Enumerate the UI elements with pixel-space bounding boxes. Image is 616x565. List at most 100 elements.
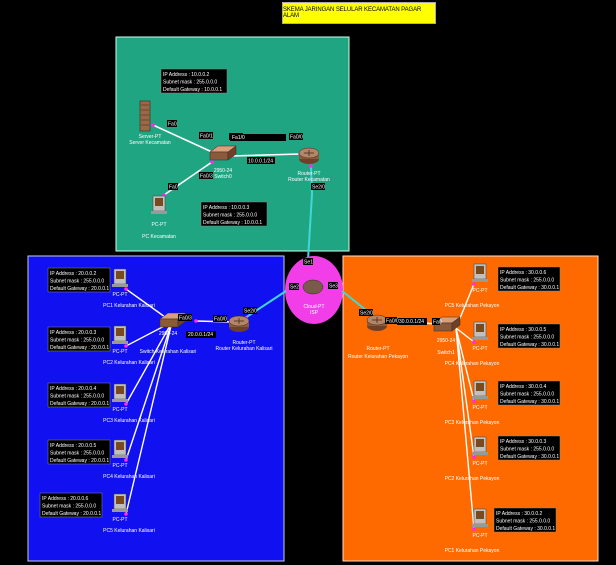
port-dot	[124, 344, 128, 348]
pc-caption: PC2 Kelurahan Kalisari	[103, 360, 155, 366]
port-dot	[194, 319, 198, 323]
switch-caption: Switch0	[214, 174, 232, 180]
router-name: Router-PT	[366, 346, 389, 352]
pc-keyboard	[472, 337, 488, 340]
ip-info-box	[47, 382, 111, 408]
ip-info-line: IP Address : 20.0.0.2	[50, 271, 97, 277]
port-label-bg	[199, 172, 213, 179]
pc-screen	[116, 442, 124, 450]
pc-caption: PC4 Kelurahan Pekayon	[445, 361, 500, 367]
ip-info-line: Default Gateway : 30.0.0.1	[500, 342, 559, 348]
link-cable	[231, 153, 301, 157]
switch-front	[159, 318, 179, 328]
ip-info-line: Default Gateway : 30.0.0.1	[500, 399, 559, 405]
pc-name: PC-PT	[473, 288, 488, 294]
switch-side	[227, 145, 237, 161]
server-caption: Server Kecamatan	[129, 140, 171, 146]
pc-screen	[476, 324, 484, 332]
ip-info-box	[493, 507, 557, 533]
ip-info-line: Default Gateway : 10.0.0.1	[203, 220, 262, 226]
pc-keyboard	[151, 211, 167, 214]
ip-info-line: Default Gateway : 30.0.0.1	[496, 526, 555, 532]
pc-icon	[112, 493, 128, 512]
pc-icon	[112, 383, 128, 402]
port-dot	[124, 458, 128, 462]
ip-info-line: IP Address : 20.0.0.4	[50, 386, 97, 392]
ip-info-line: Default Gateway : 20.0.0.1	[50, 345, 109, 351]
router-icon	[298, 147, 320, 164]
port-label: Fa0	[169, 185, 178, 191]
port-label: Se2	[290, 285, 299, 291]
pc-icon	[112, 439, 128, 458]
pc-keyboard	[112, 284, 128, 287]
ip-info-line: Subnet mask : 255.0.0.0	[203, 213, 257, 219]
ip-info-line: Default Gateway : 30.0.0.1	[500, 454, 559, 460]
ip-info-line: IP Address : 30.0.0.6	[500, 270, 547, 276]
pc-keyboard	[472, 452, 488, 455]
ip-info-line: IP Address : 30.0.0.3	[500, 439, 547, 445]
ip-info-line: Subnet mask : 255.0.0.0	[500, 447, 554, 453]
ip-info-box	[47, 439, 111, 465]
port-dot	[472, 340, 476, 344]
port-label: Fa0/3	[200, 174, 213, 180]
port-label-bg	[168, 183, 178, 190]
pc-icon	[472, 508, 488, 527]
pc-caption: PC1 Kelurahan Pekayon	[445, 548, 500, 554]
port-label: Fa0	[433, 320, 442, 326]
pc-caption: PC3 Kelurahan Kalisari	[103, 418, 155, 424]
switch-name: 2950-24	[437, 338, 456, 344]
port-label-bg	[359, 309, 373, 316]
ip-info-box	[497, 435, 561, 461]
port-label-bg	[328, 282, 338, 289]
port-dot	[472, 282, 476, 286]
pc-name: PC-PT	[113, 292, 128, 298]
pc-keyboard	[472, 396, 488, 399]
hub-caption: ISP	[310, 310, 319, 316]
pc-caption: PC4 Kelurahan Kalisari	[103, 474, 155, 480]
gateway-label-bg	[397, 318, 427, 325]
port-dot	[124, 287, 128, 291]
port-label-bg	[289, 133, 303, 140]
switch-side	[451, 316, 461, 332]
pc-icon	[151, 195, 167, 214]
pc-screen	[476, 511, 484, 519]
port-label-bg	[243, 307, 257, 314]
ip-info-line: Subnet mask : 255.0.0.0	[50, 279, 104, 285]
diagram-title: SKEMA JARINGAN SELULAR KECAMATAN PAGAR A…	[282, 2, 436, 24]
router-arrows	[304, 150, 314, 156]
ip-info-line: Subnet mask : 255.0.0.0	[50, 394, 104, 400]
link-cable	[455, 327, 475, 343]
port-dot	[472, 399, 476, 403]
ip-info-box	[47, 326, 111, 352]
ip-info-line: IP Address : 20.0.0.3	[50, 330, 97, 336]
port-label-bg	[311, 183, 325, 190]
port-label: Se2/0	[360, 311, 373, 317]
hub-name: Cloud-PT	[303, 304, 324, 310]
link-cable	[455, 327, 475, 402]
pc-caption: PC5 Kelurahan Pekayon	[445, 303, 500, 309]
pc-caption: PC3 Kelurahan Pekayon	[445, 420, 500, 426]
link-cable	[125, 321, 173, 405]
ip-info-line: Default Gateway : 20.0.0.1	[42, 511, 101, 517]
port-dot	[124, 512, 128, 516]
router-arrows	[372, 317, 382, 323]
hub-device	[302, 279, 324, 295]
ip-info-line: IP Address : 30.0.0.4	[500, 384, 547, 390]
link-cable	[455, 327, 475, 530]
port-label: Se3	[329, 284, 338, 290]
server-name: Server-PT	[139, 134, 162, 140]
pc-icon	[472, 436, 488, 455]
ip-info-line: Default Gateway : 20.0.0.1	[50, 458, 109, 464]
ip-info-line: Subnet mask : 255.0.0.0	[500, 278, 554, 284]
port-dot	[472, 455, 476, 459]
switch-caption: Switch1	[437, 350, 455, 356]
port-dot	[151, 123, 155, 127]
link-cable	[125, 321, 173, 515]
port-label: Fa0/0	[386, 319, 399, 325]
server-icon	[139, 100, 151, 132]
switch-name: 2950-24	[214, 168, 233, 174]
port-label: Fa1/0	[232, 135, 245, 141]
ip-info-line: IP Address : 30.0.0.5	[500, 327, 547, 333]
ip-info-line: Subnet mask : 255.0.0.0	[500, 392, 554, 398]
